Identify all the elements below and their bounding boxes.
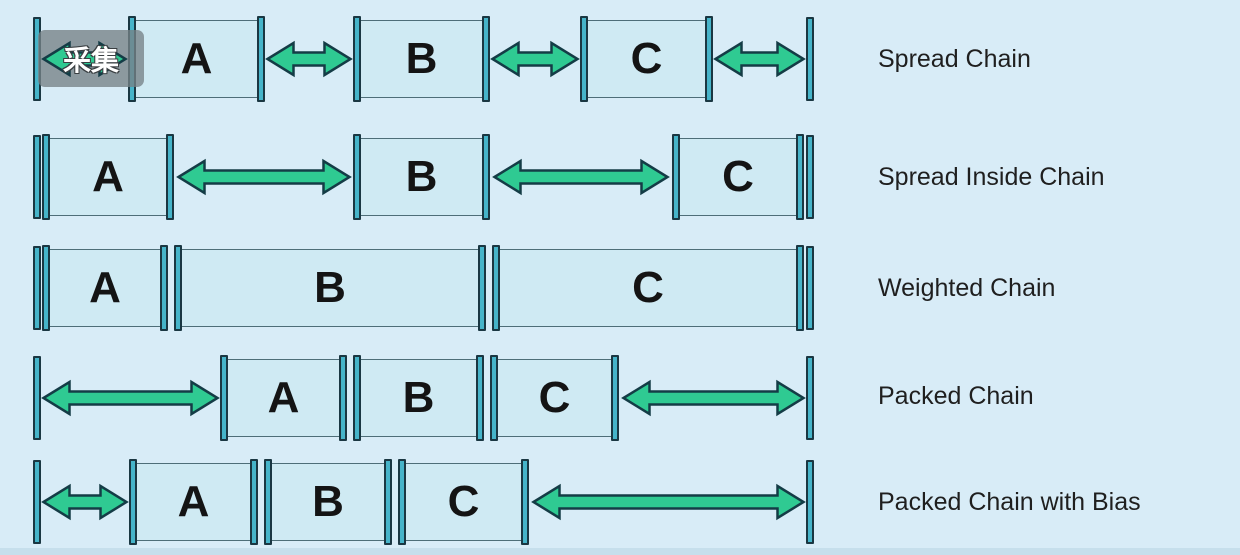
- left-constraint-handle: [220, 355, 228, 441]
- double-arrow: [41, 40, 128, 78]
- left-constraint-handle: [490, 355, 498, 441]
- double-arrow: [265, 40, 353, 78]
- double-arrow: [531, 483, 806, 521]
- widget-letter: A: [177, 477, 210, 526]
- widget-letter: B: [312, 477, 344, 526]
- parent-anchor-right: [806, 246, 814, 330]
- widget-box-b: B: [353, 16, 490, 102]
- chain-style-label: Spread Chain: [878, 45, 1031, 73]
- left-constraint-handle: [492, 245, 500, 331]
- double-arrow: [176, 158, 352, 196]
- left-constraint-handle: [174, 245, 182, 331]
- widget-letter: A: [92, 152, 124, 201]
- widget-box-a: A: [129, 459, 258, 545]
- widget-letter: B: [314, 263, 346, 312]
- chain-style-label: Packed Chain: [878, 382, 1034, 410]
- parent-anchor-left: [33, 356, 41, 440]
- right-constraint-handle: [250, 459, 258, 545]
- left-constraint-handle: [129, 459, 137, 545]
- parent-anchor-right: [806, 356, 814, 440]
- parent-anchor-left: [33, 246, 41, 330]
- double-arrow: [41, 379, 220, 417]
- widget-letter: C: [632, 263, 664, 312]
- double-arrow: [490, 40, 580, 78]
- widget-letter: C: [447, 477, 480, 526]
- widget-letter: B: [405, 152, 438, 201]
- right-constraint-handle: [339, 355, 347, 441]
- double-arrow: [713, 40, 806, 78]
- chain-style-label: Weighted Chain: [878, 274, 1056, 302]
- right-constraint-handle: [478, 245, 486, 331]
- widget-letter: C: [630, 34, 663, 83]
- widget-box-c: C: [492, 245, 804, 331]
- left-constraint-handle: [42, 134, 50, 220]
- double-arrow: [492, 158, 670, 196]
- parent-anchor-right: [806, 460, 814, 544]
- right-constraint-handle: [705, 16, 713, 102]
- double-arrow: [41, 483, 129, 521]
- widget-letter: B: [402, 373, 435, 422]
- left-constraint-handle: [353, 16, 361, 102]
- widget-box-a: A: [128, 16, 265, 102]
- parent-anchor-left: [33, 135, 41, 219]
- double-arrow: [621, 379, 806, 417]
- capture-badge-label[interactable]: 采集: [62, 44, 119, 76]
- right-constraint-handle: [796, 245, 804, 331]
- left-constraint-handle: [353, 355, 361, 441]
- widget-box-c: C: [490, 355, 619, 441]
- widget-letter: A: [180, 34, 213, 83]
- widget-letter: C: [722, 152, 754, 201]
- widget-letter: C: [538, 373, 571, 422]
- right-constraint-handle: [482, 134, 490, 220]
- right-constraint-handle: [796, 134, 804, 220]
- right-constraint-handle: [166, 134, 174, 220]
- widget-box-b: B: [264, 459, 392, 545]
- chain-style-label: Packed Chain with Bias: [878, 488, 1141, 516]
- right-constraint-handle: [521, 459, 529, 545]
- widget-box-b: B: [353, 355, 484, 441]
- right-constraint-handle: [160, 245, 168, 331]
- right-constraint-handle: [482, 16, 490, 102]
- left-constraint-handle: [398, 459, 406, 545]
- widget-box-c: C: [580, 16, 713, 102]
- chain-style-label: Spread Inside Chain: [878, 163, 1105, 191]
- widget-box-b: B: [174, 245, 486, 331]
- left-constraint-handle: [580, 16, 588, 102]
- parent-anchor-right: [806, 17, 814, 101]
- widget-box-c: C: [672, 134, 804, 220]
- parent-anchor-left: [33, 460, 41, 544]
- widget-box-c: C: [398, 459, 529, 545]
- parent-anchor-right: [806, 135, 814, 219]
- widget-letter: A: [89, 263, 121, 312]
- right-constraint-handle: [384, 459, 392, 545]
- widget-box-a: A: [42, 245, 168, 331]
- left-constraint-handle: [353, 134, 361, 220]
- widget-box-a: A: [42, 134, 174, 220]
- widget-box-b: B: [353, 134, 490, 220]
- widget-letter: B: [405, 34, 438, 83]
- bottom-edge-strip: [0, 548, 1240, 555]
- right-constraint-handle: [611, 355, 619, 441]
- left-constraint-handle: [42, 245, 50, 331]
- left-constraint-handle: [672, 134, 680, 220]
- widget-letter: A: [267, 373, 300, 422]
- left-constraint-handle: [264, 459, 272, 545]
- right-constraint-handle: [257, 16, 265, 102]
- widget-box-a: A: [220, 355, 347, 441]
- right-constraint-handle: [476, 355, 484, 441]
